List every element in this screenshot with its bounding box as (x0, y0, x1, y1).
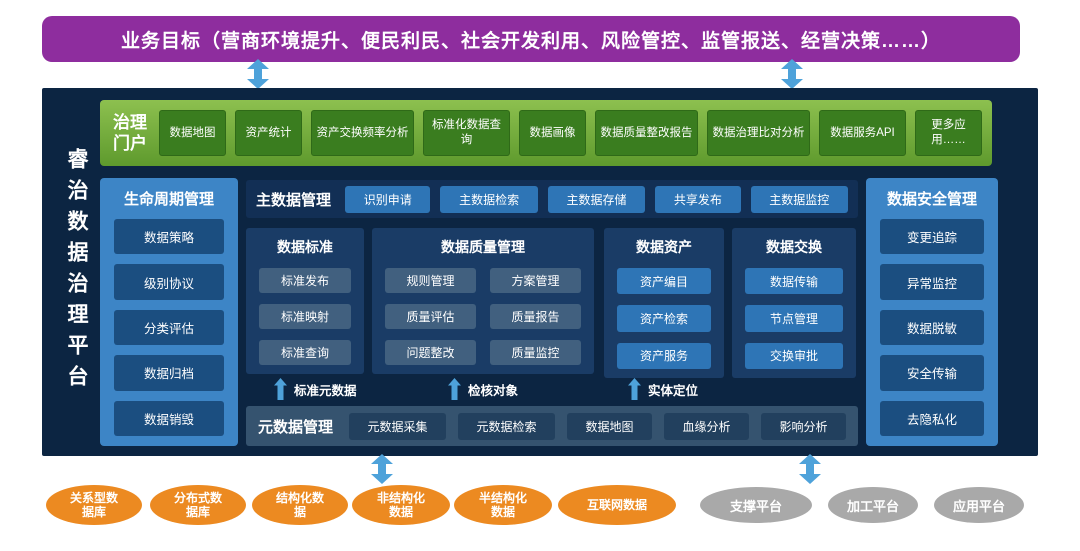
master-data-title: 主数据管理 (256, 191, 332, 209)
arrow-label-text: 检核对象 (468, 383, 519, 398)
master-data-item: 主数据存储 (547, 185, 646, 213)
lifecycle-item: 数据销毁 (114, 400, 224, 437)
data-quality-item: 质量报告 (490, 304, 581, 329)
data-assets-item: 资产服务 (617, 342, 711, 369)
master-data-item: 主数据检索 (440, 185, 538, 213)
data-exchange-item: 交换审批 (745, 342, 843, 369)
data-quality-section: 数据质量管理 规则管理 方案管理 质量评估 质量报告 问题整改 质量监控 (372, 228, 594, 374)
data-exchange-section: 数据交换 数据传输 节点管理 交换审批 (732, 228, 856, 378)
arrow-label-entity-location: 实体定位 (628, 376, 698, 402)
metadata-management-section: 元数据管理 元数据采集 元数据检索 数据地图 血缘分析 影响分析 (246, 406, 858, 446)
data-exchange-item: 节点管理 (745, 305, 843, 332)
data-security-item: 安全传输 (880, 355, 984, 391)
portal-app-item: 资产交换频率分析 (311, 110, 414, 156)
platform-shape: 支撑平台 (700, 487, 812, 523)
data-standards-item: 标准发布 (259, 268, 351, 293)
portal-app-item: 数据治理比对分析 (707, 110, 810, 156)
bidirectional-arrow-icon (371, 454, 393, 484)
governance-platform-panel: 睿治数据治理平台 治理门户 数据地图 资产统计 资产交换频率分析 标准化数据查询… (42, 88, 1038, 456)
lifecycle-management-section: 生命周期管理 数据策略 级别协议 分类评估 数据归档 数据销毁 (100, 178, 238, 446)
master-data-item: 识别申请 (345, 185, 431, 213)
governance-portal-bar: 治理门户 数据地图 资产统计 资产交换频率分析 标准化数据查询 数据画像 数据质… (100, 100, 992, 166)
data-quality-title: 数据质量管理 (441, 239, 525, 255)
data-quality-item: 问题整改 (385, 340, 476, 365)
metadata-item: 血缘分析 (664, 412, 750, 440)
platform-shape: 应用平台 (934, 487, 1024, 523)
data-security-item: 数据脱敏 (880, 309, 984, 346)
platform-shape: 加工平台 (828, 487, 918, 523)
data-source-shape: 关系型数据库 (46, 485, 142, 525)
portal-app-item: 数据地图 (159, 110, 226, 156)
business-goals-text: 业务目标（营商环境提升、便民利民、社会开发利用、风险管控、监管报送、经营决策……… (120, 30, 941, 52)
data-standards-section: 数据标准 标准发布 标准映射 标准查询 (246, 228, 364, 374)
data-standards-title: 数据标准 (277, 239, 333, 255)
master-data-item: 共享发布 (655, 185, 741, 213)
metadata-item: 元数据检索 (458, 412, 556, 440)
data-assets-section: 数据资产 资产编目 资产检索 资产服务 (604, 228, 724, 378)
data-source-shape: 分布式数据库 (150, 485, 246, 525)
bidirectional-arrow-icon (799, 454, 821, 484)
portal-app-item: 更多应用…… (915, 110, 982, 156)
data-security-item: 去隐私化 (880, 400, 984, 437)
up-arrow-icon (448, 378, 461, 400)
data-security-item: 异常监控 (880, 264, 984, 300)
lifecycle-title: 生命周期管理 (123, 191, 214, 208)
arrow-label-check-object: 检核对象 (448, 376, 518, 402)
lifecycle-item: 数据归档 (114, 355, 224, 391)
data-assets-item: 资产编目 (617, 268, 711, 295)
data-quality-item: 质量评估 (385, 304, 476, 329)
portal-app-item: 数据服务API (819, 110, 906, 156)
data-assets-item: 资产检索 (617, 305, 711, 332)
lifecycle-item: 数据策略 (114, 219, 224, 255)
data-source-shape: 半结构化数据 (454, 485, 552, 525)
data-security-item: 变更追踪 (880, 219, 984, 255)
up-arrow-icon (628, 378, 641, 400)
portal-app-item: 数据质量整改报告 (595, 110, 698, 156)
data-standards-item: 标准映射 (259, 304, 351, 329)
metadata-item: 影响分析 (761, 412, 847, 440)
master-data-management-section: 主数据管理 识别申请 主数据检索 主数据存储 共享发布 主数据监控 (246, 180, 858, 218)
lifecycle-item: 分类评估 (114, 309, 224, 346)
data-exchange-title: 数据交换 (766, 239, 822, 255)
data-quality-grid: 规则管理 方案管理 质量评估 质量报告 问题整改 质量监控 (385, 268, 581, 365)
lifecycle-item: 级别协议 (114, 264, 224, 300)
governance-portal-title: 治理门户 (113, 112, 147, 153)
data-source-shape: 互联网数据 (558, 485, 676, 525)
data-quality-item: 质量监控 (490, 340, 581, 365)
data-exchange-item: 数据传输 (745, 268, 843, 295)
platform-vertical-title: 睿治数据治理平台 (65, 148, 88, 396)
arrow-label-text: 标准元数据 (294, 383, 357, 398)
data-quality-item: 规则管理 (385, 268, 476, 293)
platform-title-wrap: 睿治数据治理平台 (54, 88, 98, 456)
business-goals-banner: 业务目标（营商环境提升、便民利民、社会开发利用、风险管控、监管报送、经营决策……… (42, 16, 1020, 62)
data-standards-item: 标准查询 (259, 340, 351, 365)
data-security-section: 数据安全管理 变更追踪 异常监控 数据脱敏 安全传输 去隐私化 (866, 178, 998, 446)
portal-app-item: 标准化数据查询 (423, 110, 510, 156)
up-arrow-icon (274, 378, 287, 400)
data-quality-item: 方案管理 (490, 268, 581, 293)
portal-app-item: 资产统计 (235, 110, 302, 156)
bidirectional-arrow-icon (781, 59, 803, 89)
metadata-item: 元数据采集 (349, 412, 447, 440)
arrow-label-standard-metadata: 标准元数据 (274, 376, 357, 402)
data-source-shape: 结构化数据 (252, 485, 348, 525)
data-security-title: 数据安全管理 (886, 191, 977, 208)
master-data-item: 主数据监控 (750, 185, 848, 213)
arrow-label-text: 实体定位 (648, 383, 699, 398)
data-assets-title: 数据资产 (636, 239, 692, 255)
portal-app-item: 数据画像 (519, 110, 586, 156)
data-source-shape: 非结构化数据 (352, 485, 450, 525)
bidirectional-arrow-icon (247, 59, 269, 89)
metadata-item: 数据地图 (567, 412, 653, 440)
metadata-title: 元数据管理 (258, 418, 334, 436)
